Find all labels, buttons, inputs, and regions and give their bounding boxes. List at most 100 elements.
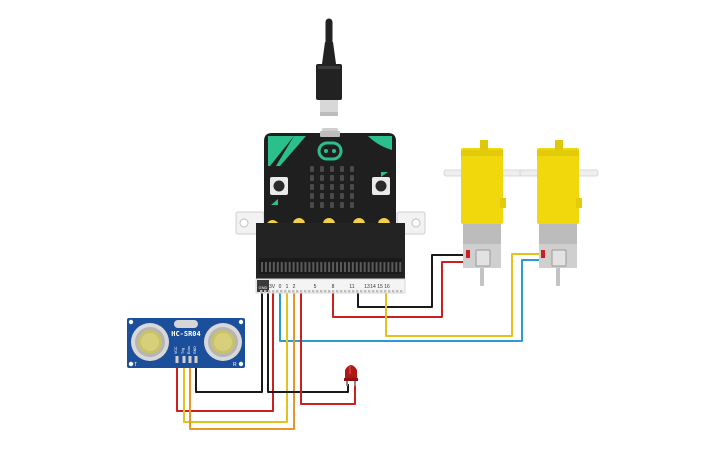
matrix-led — [310, 202, 314, 208]
wire-sensor-vcc-red[interactable] — [176, 292, 274, 412]
edge-pin-hole[interactable] — [296, 290, 299, 293]
edge-pin-hole[interactable] — [300, 290, 303, 293]
edge-tooth — [383, 262, 386, 272]
edge-tooth — [347, 262, 350, 272]
edge-connector-teeth — [261, 262, 402, 272]
edge-pin-label: 13 — [364, 284, 370, 290]
edge-pin-hole[interactable] — [388, 290, 391, 293]
red-led-icon[interactable] — [344, 365, 358, 386]
wire-led-red[interactable] — [300, 292, 356, 405]
wire-sensor-gnd-black[interactable] — [195, 292, 263, 393]
edge-pin-hole[interactable] — [340, 290, 343, 293]
matrix-led — [320, 193, 324, 199]
wire-motor2-blue[interactable] — [279, 259, 541, 342]
matrix-led — [330, 202, 334, 208]
edge-pin-hole[interactable] — [328, 290, 331, 293]
button-a-marker — [271, 199, 278, 205]
edge-pin-hole[interactable] — [304, 290, 307, 293]
edge-pin-hole[interactable] — [400, 290, 403, 293]
edge-pin-hole[interactable] — [352, 290, 355, 293]
edge-tooth — [359, 262, 362, 272]
wire-motor2-yellow[interactable] — [385, 253, 541, 337]
edge-pin-hole[interactable] — [396, 290, 399, 293]
dc-motor-2[interactable] — [519, 140, 599, 286]
edge-pin-hole[interactable] — [268, 290, 271, 293]
edge-pin-hole[interactable] — [272, 290, 275, 293]
edge-pin-hole[interactable] — [360, 290, 363, 293]
sensor-pin[interactable] — [182, 356, 186, 363]
wire-motor1-black[interactable] — [357, 254, 466, 308]
edge-pin-hole[interactable] — [312, 290, 315, 293]
edge-tooth — [387, 262, 390, 272]
edge-pin-hole[interactable] — [376, 290, 379, 293]
edge-pin-hole[interactable] — [336, 290, 339, 293]
edge-pin-hole[interactable] — [368, 290, 371, 293]
edge-pin-hole[interactable] — [332, 290, 335, 293]
edge-pin-hole[interactable] — [276, 290, 279, 293]
edge-pin-hole[interactable] — [292, 290, 295, 293]
edge-pin-hole[interactable] — [348, 290, 351, 293]
gnd-pin-block — [257, 280, 269, 292]
edge-tooth — [328, 262, 331, 272]
matrix-led — [310, 184, 314, 190]
edge-pin-hole[interactable] — [384, 290, 387, 293]
push-button-icon — [375, 180, 387, 192]
matrix-led — [350, 166, 354, 172]
edge-tooth — [371, 262, 374, 272]
edge-pin-hole[interactable] — [316, 290, 319, 293]
push-button-icon — [273, 180, 285, 192]
edge-pin-hole[interactable] — [372, 290, 375, 293]
edge-pin-hole[interactable] — [288, 290, 291, 293]
edge-pin-label: 8 — [332, 284, 335, 290]
edge-pin-hole[interactable] — [392, 290, 395, 293]
matrix-led — [350, 175, 354, 181]
matrix-led — [350, 202, 354, 208]
edge-pin-hole[interactable] — [264, 290, 267, 293]
edge-tooth — [363, 262, 366, 272]
edge-tooth — [336, 262, 339, 272]
wire-sensor-trig-yellow[interactable] — [183, 292, 288, 423]
edge-pin-hole[interactable] — [344, 290, 347, 293]
edge-tooth — [268, 262, 271, 272]
edge-pin-hole[interactable] — [308, 290, 311, 293]
touch-logo[interactable] — [317, 141, 343, 161]
edge-tooth — [379, 262, 382, 272]
usb-cable-icon — [316, 18, 342, 136]
edge-pin-hole[interactable] — [380, 290, 383, 293]
edge-tooth — [300, 262, 303, 272]
button-b[interactable] — [372, 177, 390, 195]
matrix-led — [330, 193, 334, 199]
edge-pin-label: 16 — [384, 284, 390, 290]
edge-pin-hole[interactable] — [356, 290, 359, 293]
wire-sensor-echo-orange[interactable] — [189, 292, 295, 430]
sensor-pin[interactable] — [175, 356, 179, 363]
microbit-board[interactable] — [235, 131, 426, 235]
edge-pin-hole[interactable] — [260, 290, 263, 293]
sensor-pin[interactable] — [194, 356, 198, 363]
edge-tooth — [304, 262, 307, 272]
board-corner-accent-right — [368, 136, 392, 150]
dc-motor-1[interactable] — [443, 140, 523, 286]
sensor-pin[interactable] — [188, 356, 192, 363]
wire-led-black[interactable] — [267, 292, 349, 393]
wire-motor1-red[interactable] — [332, 261, 466, 318]
edge-tooth — [284, 262, 287, 272]
edge-tooth — [395, 262, 398, 272]
matrix-led — [340, 184, 344, 190]
sensor-pin-label: VCC — [174, 346, 178, 354]
transducer-right — [204, 323, 242, 361]
edge-pin-hole[interactable] — [320, 290, 323, 293]
edge-pin-hole[interactable] — [284, 290, 287, 293]
button-a[interactable] — [270, 177, 288, 195]
edge-pin-hole[interactable] — [280, 290, 283, 293]
edge-pin-hole[interactable] — [364, 290, 367, 293]
matrix-led — [310, 193, 314, 199]
matrix-led — [350, 193, 354, 199]
edge-tooth — [343, 262, 346, 272]
matrix-led — [330, 184, 334, 190]
edge-pin-hole[interactable] — [324, 290, 327, 293]
